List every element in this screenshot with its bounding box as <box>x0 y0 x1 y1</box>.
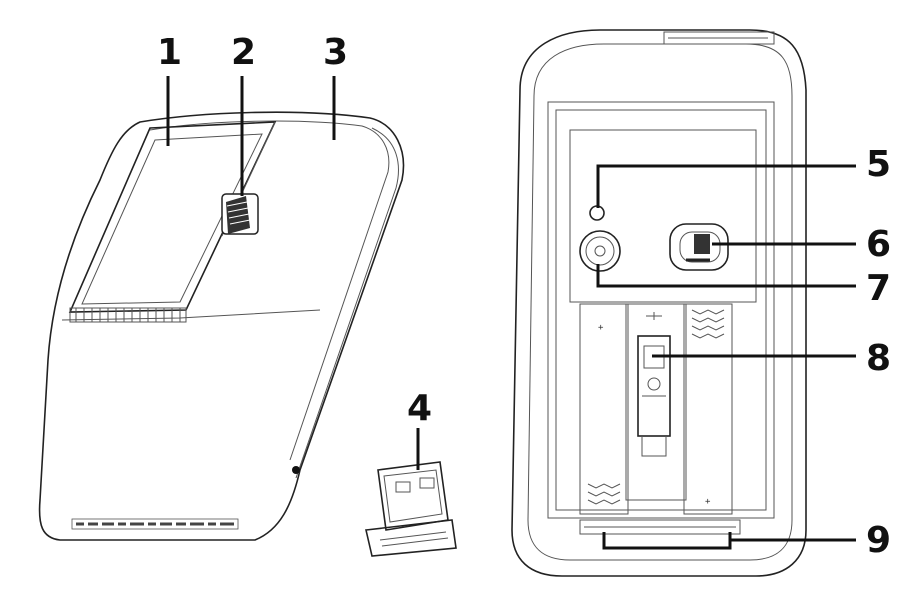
hinge-ribs <box>69 307 187 323</box>
power-switch <box>669 223 729 271</box>
leader-lines <box>166 76 856 550</box>
top-tab <box>663 31 775 45</box>
callout-2: 2 <box>231 32 256 73</box>
callout-7: 7 <box>866 268 891 309</box>
callout-4: 4 <box>407 388 432 429</box>
bottom-strip <box>579 519 741 535</box>
mouse-top-view <box>38 111 405 541</box>
side-indicator-dot <box>292 466 300 474</box>
scroll-wheel <box>221 193 259 235</box>
receiver-storage-slot <box>637 312 671 457</box>
mouse-top-shell <box>149 120 390 461</box>
spring-bottom-left <box>587 483 621 505</box>
mouse-body-outline <box>38 111 405 541</box>
callout-9: 9 <box>866 520 891 561</box>
battery-compartment: + + <box>579 303 733 515</box>
callout-8: 8 <box>866 338 891 379</box>
bottom-outer-shell <box>511 29 807 577</box>
callout-1: 1 <box>157 32 182 73</box>
reset-hole <box>589 205 605 221</box>
callout-5: 5 <box>866 144 891 185</box>
callout-labels: 1 2 3 4 5 6 7 8 9 <box>157 32 891 561</box>
spring-top-right <box>691 309 725 339</box>
callout-6: 6 <box>866 224 891 265</box>
mouse-front-printing <box>71 518 239 530</box>
callout-3: 3 <box>323 32 348 73</box>
mouse-bottom-view: + + <box>511 29 807 577</box>
connect-button <box>579 230 621 272</box>
battery-plus-left: + <box>598 323 604 333</box>
usb-receiver <box>365 461 457 557</box>
battery-plus-right: + <box>705 497 711 507</box>
